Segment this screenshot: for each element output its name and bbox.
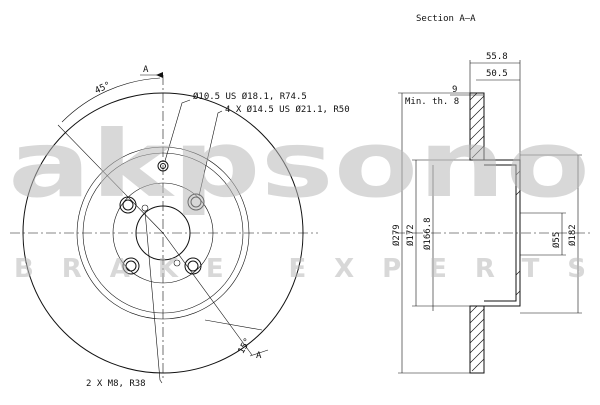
leader-screw [144,210,163,384]
watermark-tagline: BRAKE EXPERTS [14,254,586,284]
bolt-circle [112,182,214,284]
angle-15-ref [204,319,263,331]
label-bolt-hole: 4 X Ø14.5 US Ø21.1, R50 [225,104,350,115]
leader-bolt-hole [198,110,223,197]
center-bore [135,205,191,261]
dim-hat-outer: Ø172 [405,224,416,246]
dim-hat-height: 50.5 [486,69,508,79]
section-arrow-top [156,72,163,78]
section-view: Section A–A [391,14,590,374]
dim-hat-inner: Ø166.8 [422,217,433,250]
angle-45-arc [61,77,161,123]
hat-inner-wall [484,164,517,302]
disc-outer-edge [22,92,304,374]
bolt-hole [122,257,140,275]
bolt-hole-inner [122,199,134,211]
label-screw: 2 X M8, R38 [86,379,146,389]
angle-15-line [162,232,253,356]
section-title: Section A–A [416,14,476,24]
dim-thickness: 9 [452,85,457,95]
bolt-hole-inner [190,196,202,208]
locating-hole [157,160,169,172]
leader-small-hole [164,99,191,162]
locating-hole-inner [160,163,166,169]
section-mark-line-bottom [249,349,269,357]
dim-hat-face: Ø182 [567,224,578,246]
bolt-hole [187,193,205,211]
bolt-hole-inner [125,260,137,272]
section-hatching [469,92,521,372]
label-small-hole: Ø10.5 US Ø18.1, R74.5 [193,91,307,102]
dim-center-bore: Ø55 [551,232,562,248]
dim-outer-diameter: Ø279 [391,224,402,246]
angle-45-label: 45° [93,80,112,96]
min-thickness-label: Min. th. 8 [405,97,459,107]
hat-outer-circle [76,146,250,320]
bolt-hole-inner [187,260,199,272]
section-mark-top: A [143,65,149,75]
front-view: 45° A 15° A Ø10.5 US Ø18.1, R74.5 4 X Ø1… [10,65,350,389]
angle-15-label: 15° [237,337,254,356]
section-mark-bottom: A [256,351,262,361]
watermark: akpsono BRAKE EXPERTS [8,111,590,284]
watermark-brand: akpsono [8,111,590,218]
hat-inner-circle [82,152,244,314]
dim-overall-height: 55.8 [486,52,508,62]
screw-hole [173,259,181,267]
